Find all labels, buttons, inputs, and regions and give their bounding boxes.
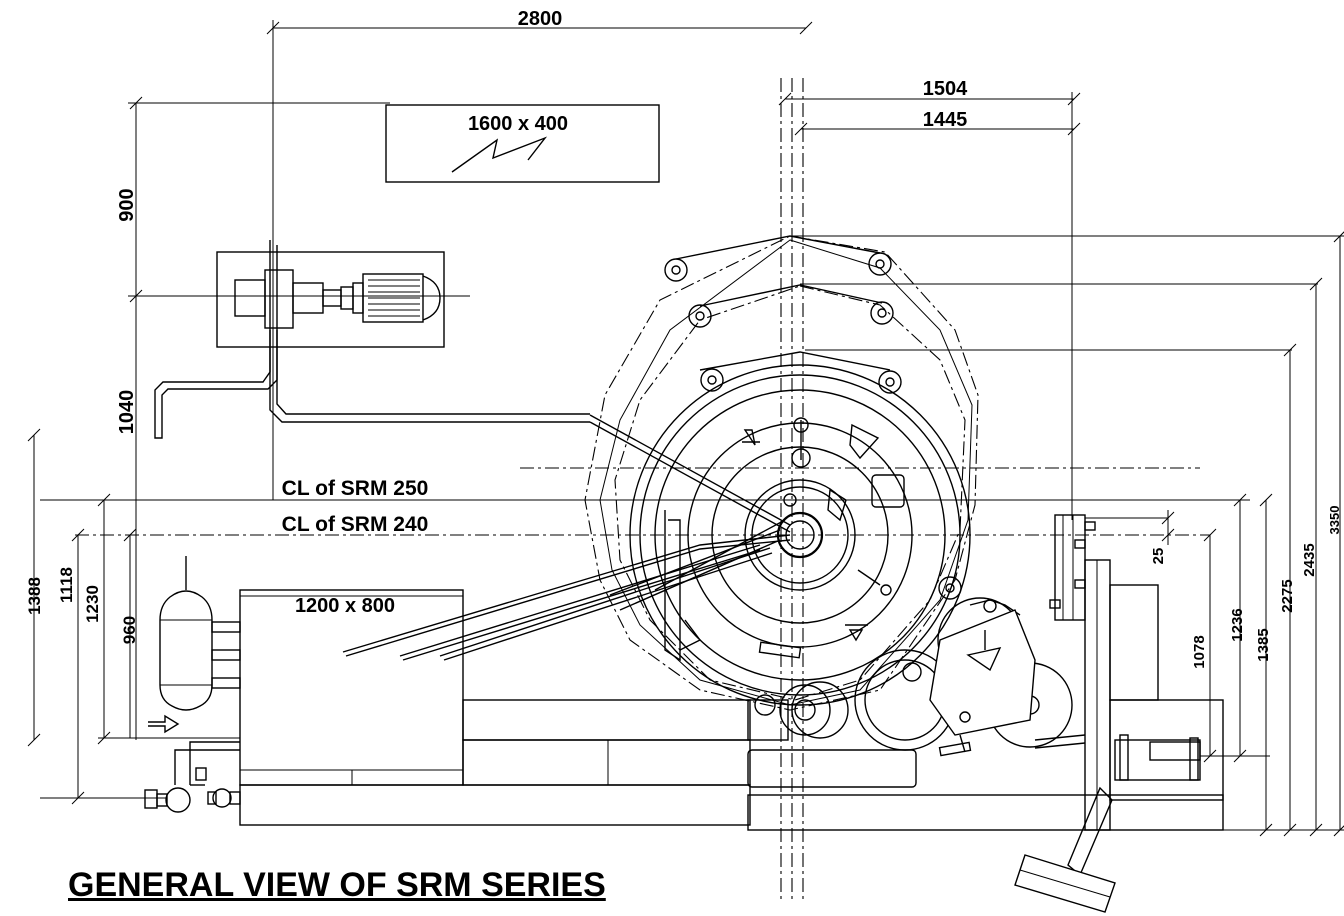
right-height-dims: 3350 2435 2275 1385 1236 1078 25 [750, 231, 1344, 837]
dim-1230-label: 1230 [83, 585, 102, 623]
drawing-title: GENERAL VIEW OF SRM SERIES [68, 866, 606, 904]
tank-label: 1200 x 800 [295, 595, 395, 617]
valve-assembly [144, 741, 241, 813]
dim-900-label: 900 [116, 188, 138, 221]
dim-1118-label: 1118 [57, 567, 76, 603]
duct-box-label: 1600 x 400 [468, 113, 568, 135]
expansion-vessel [148, 556, 241, 734]
dim-1445-label: 1445 [923, 109, 968, 131]
dim-1504-label: 1504 [923, 78, 968, 100]
dim-1078-label: 1078 [1191, 635, 1208, 668]
dim-1040-label: 1040 [116, 390, 138, 435]
dim-1236-label: 1236 [1229, 608, 1246, 641]
duct-box: 1600 x 400 [385, 104, 660, 183]
dim-2800-label: 2800 [518, 8, 563, 30]
motor-pump-unit [216, 251, 445, 348]
dim-3350-label: 3350 [1327, 506, 1342, 535]
dim-2800: 2800 [266, 8, 813, 500]
dim-900-1040: 900 1040 [116, 96, 470, 740]
dim-1388-label: 1388 [25, 577, 44, 615]
tank: 1200 x 800 [239, 589, 751, 826]
dim-1504: 1504 [778, 78, 1081, 106]
dim-1445: 1445 [794, 92, 1081, 520]
cl-srm240-label: CL of SRM 240 [282, 513, 429, 536]
dim-25-label: 25 [1150, 548, 1167, 565]
dim-2435-label: 2435 [1301, 543, 1318, 576]
cl-srm250-label: CL of SRM 250 [282, 477, 429, 500]
left-height-dims: 1388 1118 1230 960 [25, 428, 240, 805]
dim-2275-label: 2275 [1279, 579, 1296, 612]
dim-1385-label: 1385 [1255, 628, 1272, 661]
piping [154, 240, 590, 439]
main-drum [342, 235, 1073, 757]
dim-960-label: 960 [120, 616, 139, 644]
machine-base [747, 514, 1224, 913]
centerlines: CL of SRM 250 CL of SRM 240 [40, 78, 1250, 900]
